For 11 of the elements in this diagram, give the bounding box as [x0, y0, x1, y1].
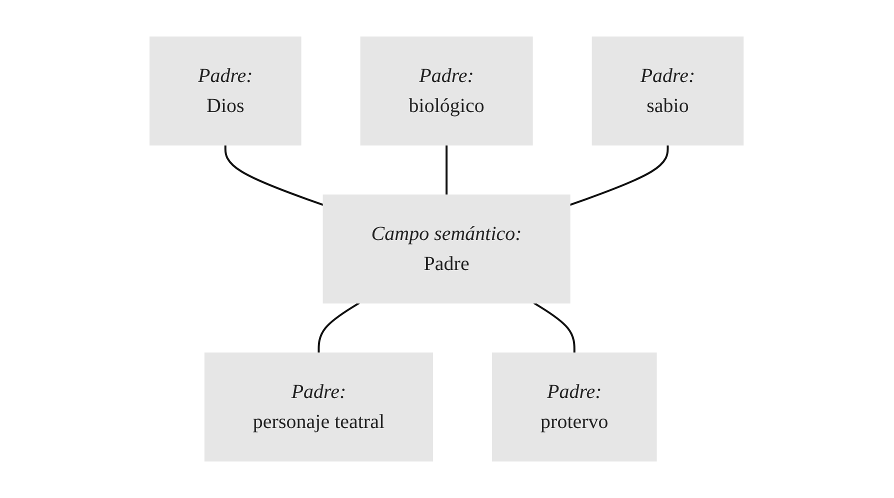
connector — [318, 302, 360, 353]
node-box: Campo semántico: Padre — [323, 194, 571, 304]
connector — [570, 145, 670, 206]
node-box: Padre: Dios — [150, 36, 302, 146]
node-box: Padre: sabio — [592, 36, 744, 146]
node-box: Padre: biológico — [360, 36, 534, 146]
node-box: Padre: personaje teatral — [204, 352, 434, 462]
node-box: Padre: protervo — [492, 352, 658, 462]
connector — [224, 145, 324, 206]
connector — [446, 145, 448, 195]
connector — [534, 302, 576, 353]
